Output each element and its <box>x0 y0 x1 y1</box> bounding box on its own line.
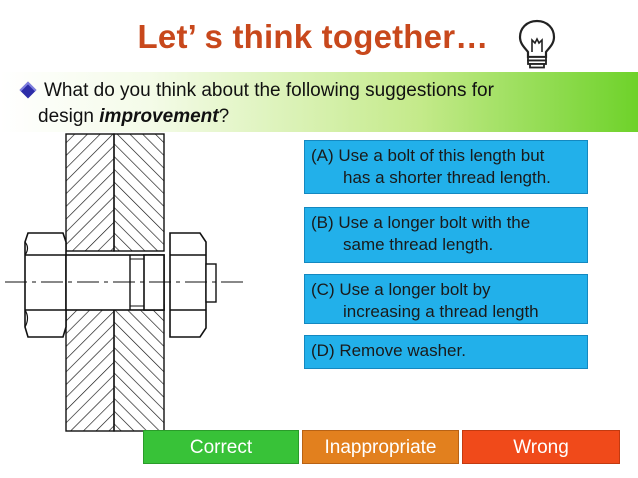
question-suffix: ? <box>218 106 230 127</box>
slide-title: Let’ s think together… <box>0 18 638 56</box>
correct-button[interactable]: Correct <box>143 430 299 464</box>
plate-left <box>65 133 115 432</box>
option-b[interactable]: (B) Use a longer bolt with the same thre… <box>304 207 588 263</box>
option-a-line1: (A) Use a bolt of this length but <box>311 146 545 165</box>
option-a[interactable]: (A) Use a bolt of this length but has a … <box>304 140 588 194</box>
slide-title-text: Let’ s think together… <box>137 18 489 55</box>
option-a-line2: has a shorter thread length. <box>343 168 551 187</box>
option-b-line1: (B) Use a longer bolt with the <box>311 213 531 232</box>
question-band <box>0 72 638 132</box>
option-c-line1: (C) Use a longer bolt by <box>311 280 491 299</box>
option-d-line1: (D) Remove washer. <box>311 341 466 360</box>
option-c[interactable]: (C) Use a longer bolt by increasing a th… <box>304 274 588 324</box>
inappropriate-button[interactable]: Inappropriate <box>302 430 459 464</box>
option-d[interactable]: (D) Remove washer. <box>304 335 588 369</box>
bolt-joint-drawing <box>5 133 245 432</box>
question-prefix: design <box>38 106 100 127</box>
question-emphasis: improvement <box>99 106 219 127</box>
question-line-1: What do you think about the following su… <box>44 80 494 101</box>
wrong-button[interactable]: Wrong <box>462 430 620 464</box>
question-line-2: design improvement? <box>38 106 229 128</box>
lightbulb-icon <box>518 19 556 69</box>
nut <box>169 232 217 338</box>
option-b-line2: same thread length. <box>343 235 494 254</box>
option-c-line2: increasing a thread length <box>343 302 539 321</box>
plate-right <box>113 133 165 432</box>
bolt-head <box>24 232 67 338</box>
